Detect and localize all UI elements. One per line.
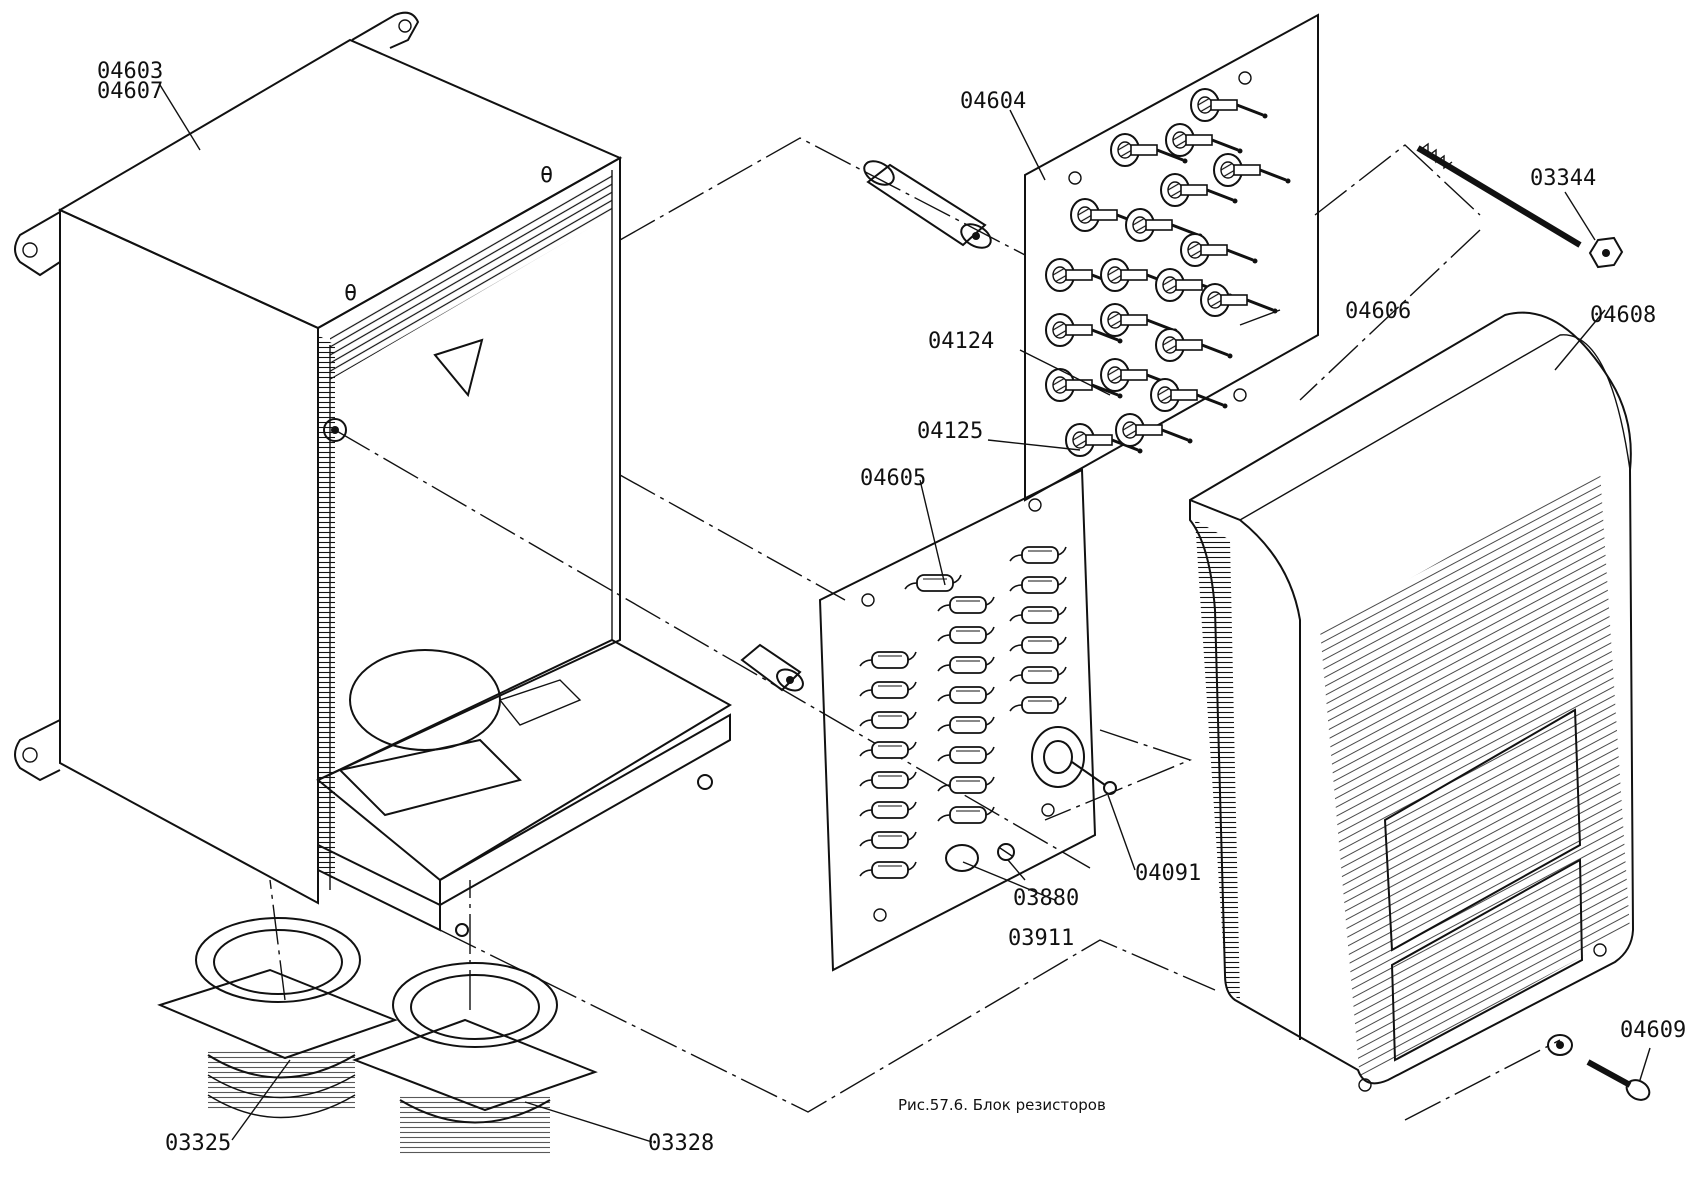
cover: [1189, 311, 1635, 1092]
label-standoff-pin: 04124: [928, 329, 994, 354]
resistor-board: [818, 468, 1117, 972]
label-resistor-board: 04605: [860, 466, 926, 491]
figure-caption: Рис.57.6. Блок резисторов: [898, 1096, 1106, 1114]
label-resistor: 04606: [1345, 299, 1411, 324]
standoff-rod: [863, 160, 992, 249]
bushing-right: [352, 962, 598, 1155]
rear-panel: [1024, 13, 1319, 502]
label-housing-a: 04603: [97, 59, 163, 84]
label-rear-panel: 04604: [960, 89, 1026, 114]
long-screw: [1416, 142, 1624, 269]
label-screw-long: 03344: [1530, 166, 1596, 191]
leader-lines: [159, 84, 1651, 1143]
label-bushing-left: 03325: [165, 1131, 231, 1156]
svg-text:θ: θ: [344, 281, 357, 306]
housing: θ θ: [14, 11, 733, 937]
label-cover: 04608: [1590, 303, 1656, 328]
label-screw-small: 03880: [1013, 886, 1079, 911]
cover-screw: [1547, 1034, 1651, 1101]
svg-text:θ: θ: [540, 163, 553, 188]
bushing-left: [157, 917, 398, 1119]
label-terminal: 04091: [1135, 861, 1201, 886]
label-bushing-right: 03328: [648, 1131, 714, 1156]
label-spacer: 04125: [917, 419, 983, 444]
label-screw-cover: 04609: [1620, 1018, 1686, 1043]
label-housing-b: 04607: [97, 79, 163, 104]
assembly-lines: [269, 137, 1561, 1121]
resistors: [859, 546, 1067, 879]
label-cable-gland: 03911: [1008, 926, 1074, 951]
spacer-sleeve: [740, 643, 804, 692]
